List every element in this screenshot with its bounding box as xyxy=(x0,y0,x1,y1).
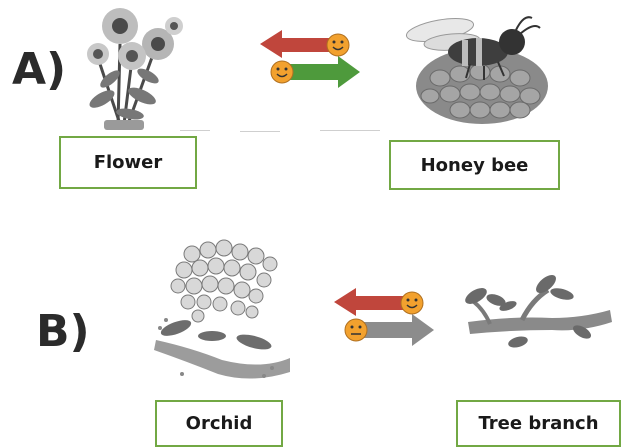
caption-flower: Flower xyxy=(59,136,197,189)
smiley-face-icon xyxy=(327,34,349,56)
caption-tree-branch: Tree branch xyxy=(456,400,621,447)
arrow-left-red xyxy=(260,30,338,58)
interaction-arrows-a xyxy=(258,28,362,90)
divider-line xyxy=(240,131,280,132)
honey-bee-on-honeycomb-image xyxy=(400,8,560,130)
row-b-letter: B) xyxy=(36,310,90,354)
smiley-face-icon xyxy=(401,292,423,314)
caption-honey-bee: Honey bee xyxy=(389,140,560,190)
arrow-right-green xyxy=(282,56,360,88)
smiley-face-icon xyxy=(271,61,293,83)
row-a-letter: A) xyxy=(12,48,66,92)
arrow-right-grey xyxy=(356,314,434,346)
tree-branch-image xyxy=(462,270,614,350)
arrow-left-red xyxy=(334,288,412,316)
sunflower-image xyxy=(80,4,188,134)
divider-line xyxy=(320,130,380,131)
divider-line xyxy=(180,130,210,131)
neutral-face-icon xyxy=(345,319,367,341)
caption-orchid: Orchid xyxy=(155,400,283,447)
orchid-on-branch-image xyxy=(152,236,294,384)
interaction-arrows-b xyxy=(332,286,436,348)
